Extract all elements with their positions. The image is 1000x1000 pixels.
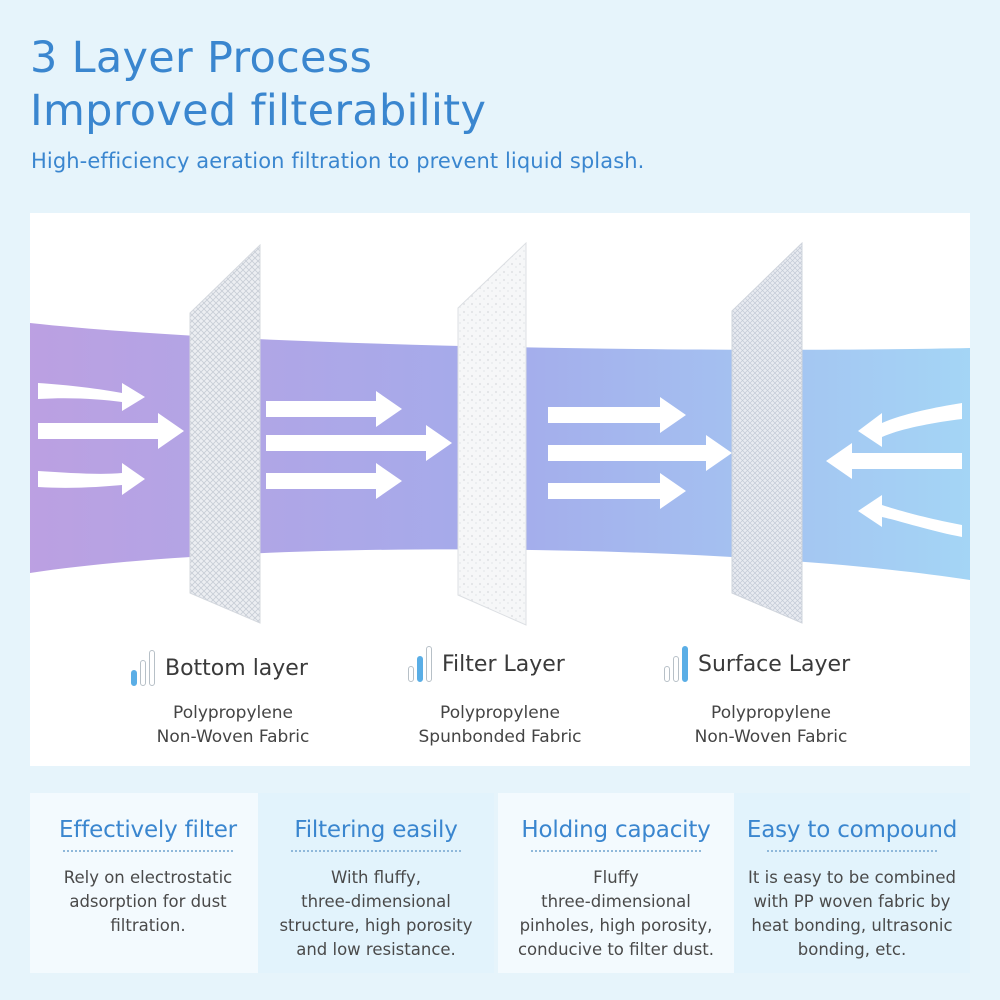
material-line: Polypropylene — [173, 703, 293, 723]
middle-arrows-1 — [266, 391, 452, 499]
dotted-divider — [291, 850, 461, 852]
feature-title: Holding capacity — [521, 817, 711, 843]
arrow-icon — [548, 435, 732, 471]
page-title-line-1: 3 Layer Process — [30, 33, 373, 83]
material-line: Polypropylene — [711, 703, 831, 723]
arrow-icon — [266, 463, 402, 499]
dotted-divider — [767, 850, 937, 852]
material-line: Polypropylene — [440, 703, 560, 723]
layer-material-bottom: Polypropylene Non-Woven Fabric — [103, 701, 363, 749]
layer-label-surface: Surface Layer — [664, 646, 850, 682]
dotted-divider — [531, 850, 701, 852]
inflow-arrows — [38, 383, 184, 495]
feature-description: Rely on electrostatic adsorption for dus… — [63, 868, 233, 935]
outflow-arrows — [826, 403, 962, 537]
layer-name: Filter Layer — [442, 651, 565, 677]
layer-name: Bottom layer — [165, 655, 308, 681]
arrow-icon — [858, 495, 962, 537]
arrow-icon — [826, 443, 962, 479]
arrow-icon — [38, 383, 145, 411]
feature-card-easy-to-compound: Easy to compound It is easy to be combin… — [734, 793, 970, 973]
dotted-divider — [63, 850, 233, 852]
material-line: Spunbonded Fabric — [418, 727, 582, 747]
layer-label-bottom: Bottom layer — [131, 650, 308, 686]
material-line: Non-Woven Fabric — [694, 727, 848, 747]
arrow-icon — [548, 473, 686, 509]
page-subtitle: High-efficiency aeration filtration to p… — [31, 149, 645, 173]
layer-label-filter: Filter Layer — [408, 646, 565, 682]
feature-title: Effectively filter — [59, 817, 237, 843]
feature-card-holding-capacity: Holding capacity Fluffy three-dimensiona… — [498, 793, 734, 973]
middle-arrows-2 — [548, 397, 732, 509]
layer-level-indicator-icon — [664, 646, 688, 682]
feature-description: With fluffy, three-dimensional structure… — [279, 868, 473, 959]
feature-description: Fluffy three-dimensional pinholes, high … — [517, 868, 715, 959]
layer-diagram-panel — [30, 213, 970, 766]
arrow-icon — [548, 397, 686, 433]
feature-card-effectively-filter: Effectively filter Rely on electrostatic… — [30, 793, 266, 973]
filter-layer-fabric — [457, 241, 527, 626]
layer-level-indicator-icon — [408, 646, 432, 682]
bottom-layer-fabric — [189, 243, 261, 624]
arrow-icon — [38, 413, 184, 449]
layer-level-indicator-icon — [131, 650, 155, 686]
layer-material-filter: Polypropylene Spunbonded Fabric — [370, 701, 630, 749]
feature-title: Filtering easily — [294, 817, 458, 843]
arrow-icon — [266, 391, 402, 427]
material-line: Non-Woven Fabric — [156, 727, 310, 747]
arrow-icon — [858, 403, 962, 447]
surface-layer-fabric — [731, 241, 803, 624]
page-title-line-2: Improved filterability — [30, 86, 487, 136]
feature-description: It is easy to be combined with PP woven … — [748, 868, 956, 959]
layer-material-surface: Polypropylene Non-Woven Fabric — [641, 701, 901, 749]
feature-title: Easy to compound — [746, 817, 958, 843]
feature-card-filtering-easily: Filtering easily With fluffy, three-dime… — [258, 793, 494, 973]
arrow-icon — [266, 425, 452, 461]
arrow-icon — [38, 463, 145, 495]
layer-name: Surface Layer — [698, 651, 851, 677]
airflow-diagram — [30, 241, 970, 626]
